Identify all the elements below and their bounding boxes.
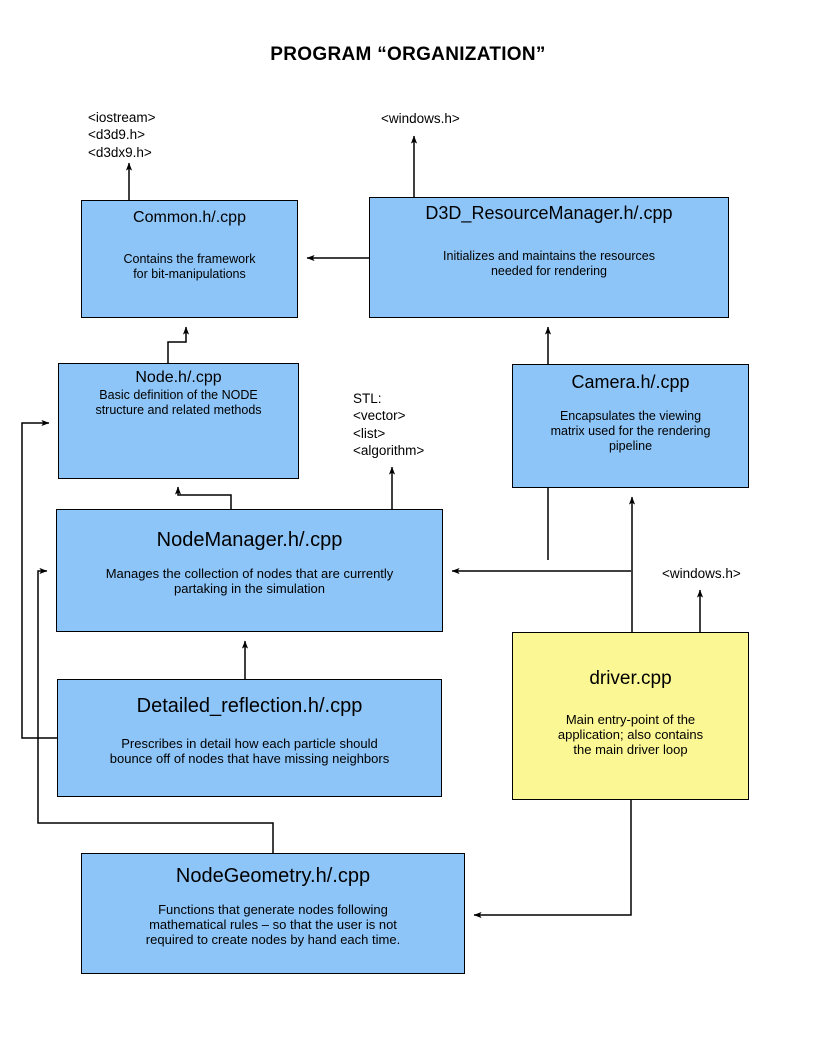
node-description-node-geometry: Functions that generate nodes following … [145,901,401,948]
node-description-detailed-reflection: Prescribes in detail how each particle s… [109,735,390,766]
connector-detailed-reflection-to-node [21,419,57,739]
annotation-includes-stl: STL: <vector> <list> <algorithm> [353,391,425,458]
node-title-detailed-reflection: Detailed_reflection.h/.cpp [136,695,363,717]
node-title-common: Common.h/.cpp [133,209,246,226]
node-description-d3d-resource-manager: Initializes and maintains the resources … [443,249,655,279]
connector-driver-to-node-geometry [473,800,632,919]
annotation-includes-d3d: <windows.h> [381,111,460,126]
node-description-camera: Encapsulates the viewing matrix used for… [550,409,711,453]
node-title-camera: Camera.h/.cpp [571,372,690,392]
connector-node-to-common [167,326,190,363]
node-description-common: Contains the framework for bit-manipulat… [123,252,256,282]
node-description-node: Basic definition of the NODE structure a… [95,388,262,418]
annotation-includes-driver: <windows.h> [662,566,741,581]
node-title-node: Node.h/.cpp [135,369,222,386]
page-title: PROGRAM “ORGANIZATION” [270,44,546,65]
node-title-d3d-resource-manager: D3D_ResourceManager.h/.cpp [425,203,673,223]
node-title-node-manager: NodeManager.h/.cpp [156,529,343,551]
annotation-includes-common: <iostream> <d3d9.h> <d3dx9.h> [88,110,156,160]
node-description-node-manager: Manages the collection of nodes that are… [105,565,394,596]
connector-node-manager-to-node [174,486,232,509]
node-description-driver: Main entry-point of the application; als… [557,711,704,758]
node-title-node-geometry: NodeGeometry.h/.cpp [175,865,371,887]
node-title-driver: driver.cpp [589,668,672,689]
